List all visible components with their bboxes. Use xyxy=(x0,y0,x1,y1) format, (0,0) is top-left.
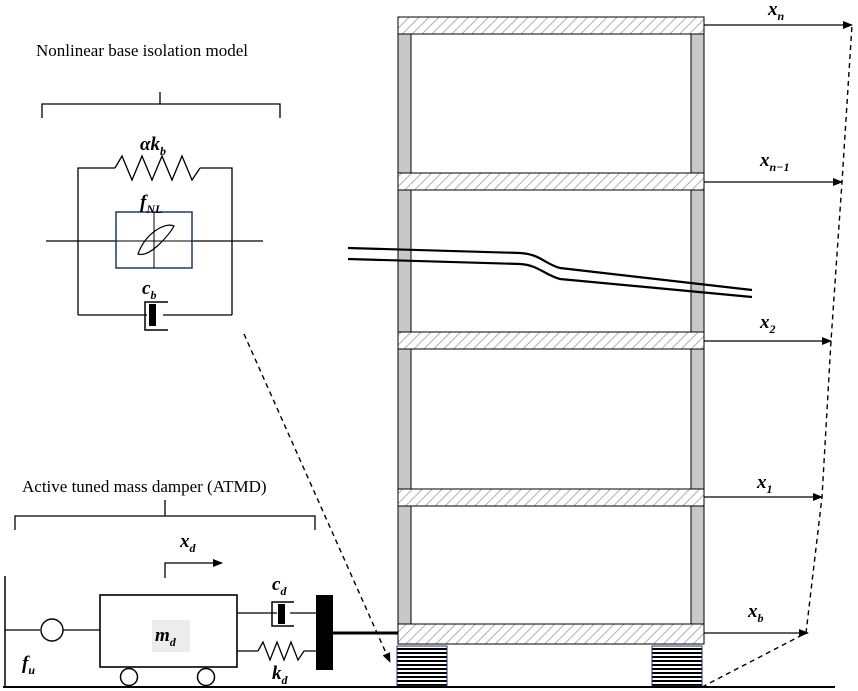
floor-slab-1 xyxy=(397,488,705,507)
mass-label-bg xyxy=(152,620,190,652)
pointer-line xyxy=(243,333,391,663)
break-line xyxy=(347,246,753,292)
isolator-bearing-right xyxy=(651,645,703,687)
left-column xyxy=(397,32,412,629)
base-isolation-model xyxy=(41,92,391,663)
right-column xyxy=(690,32,705,629)
base-slab xyxy=(397,623,705,645)
label-f-nl: fNL xyxy=(140,192,162,216)
label-x-n-1: xn−1 xyxy=(759,150,789,174)
floor-slab-n-1 xyxy=(397,172,705,191)
actuator-circle xyxy=(40,618,64,642)
label-c-b: cb xyxy=(142,278,156,302)
atmd-model xyxy=(5,500,398,687)
label-f-u: fu xyxy=(22,653,35,677)
label-x-d: xd xyxy=(179,531,197,555)
label-x-1: x1 xyxy=(756,472,773,496)
base-isolation-caption: Nonlinear base isolation model xyxy=(36,41,248,60)
label-c-d: cd xyxy=(272,574,287,598)
break-line xyxy=(347,257,753,299)
wheel-right xyxy=(196,667,216,687)
label-x-2: x2 xyxy=(759,312,776,336)
atmd-caption: Active tuned mass damper (ATMD) xyxy=(22,477,267,496)
label-x-n: xn xyxy=(767,0,785,23)
damper-cd xyxy=(271,601,294,627)
label-alpha-kb: αkb xyxy=(140,134,166,158)
curly-brace-atmd xyxy=(14,500,316,530)
displacement-arrows xyxy=(701,21,853,688)
deformed-shape-line xyxy=(701,24,853,688)
ground xyxy=(3,576,835,688)
label-k-d: kd xyxy=(272,663,289,687)
damper-cb xyxy=(144,301,168,331)
wheel-left xyxy=(119,667,139,687)
hysteresis-loop xyxy=(137,224,175,255)
label-m-d: md xyxy=(155,625,177,649)
connector-plate xyxy=(316,595,333,670)
spring-alpha-kb xyxy=(114,154,201,182)
spring-kd xyxy=(257,640,316,662)
arrow-xd xyxy=(164,559,223,578)
curly-brace-top xyxy=(41,92,281,118)
label-x-b: xb xyxy=(747,601,764,625)
building-frame xyxy=(347,16,753,687)
floor-slab-roof xyxy=(397,16,705,35)
isolator-bearing-left xyxy=(396,645,448,687)
floor-slab-2 xyxy=(397,331,705,350)
